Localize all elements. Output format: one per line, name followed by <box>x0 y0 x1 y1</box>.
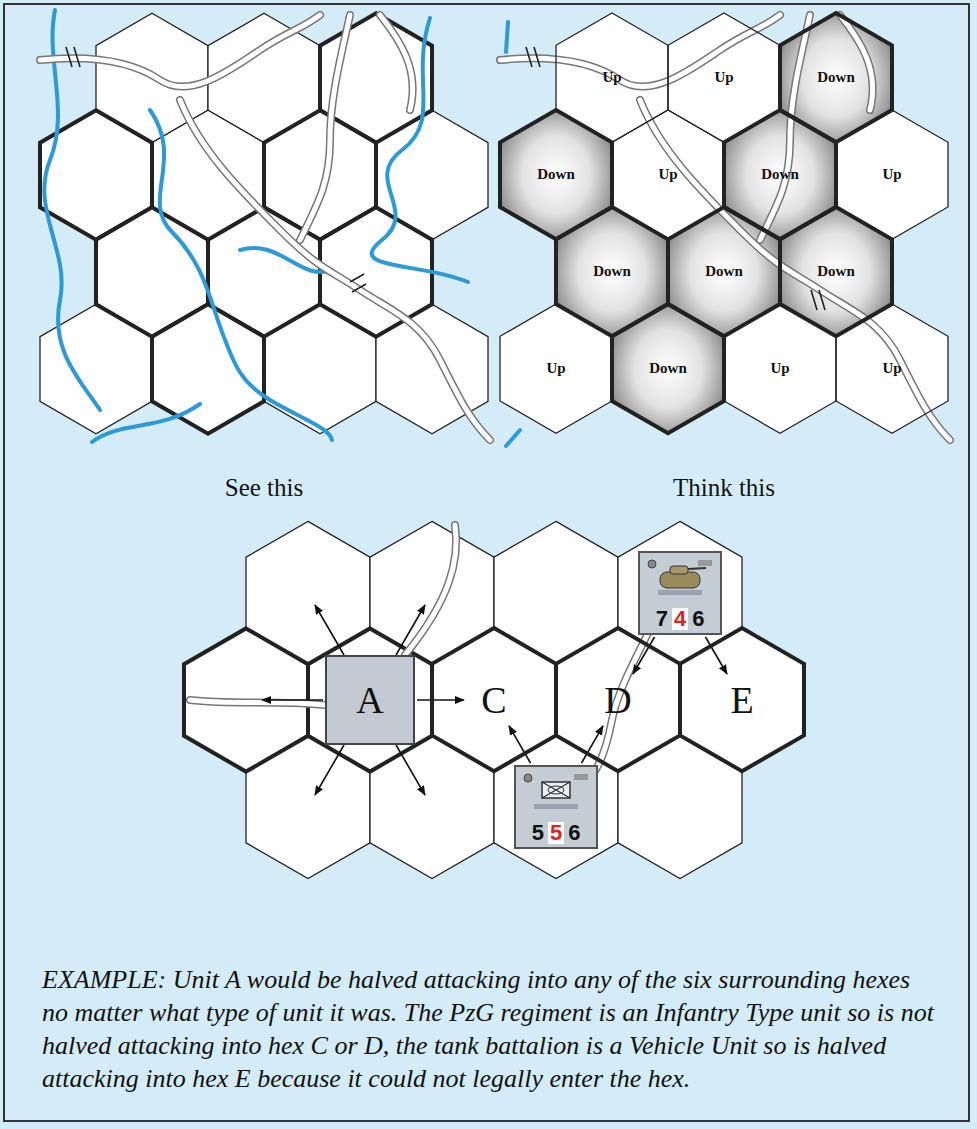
bridge <box>811 290 825 310</box>
road <box>760 15 810 240</box>
caption: EXAMPLE: Unit A would be halved attackin… <box>42 963 935 1095</box>
map-hex: Up <box>836 304 948 433</box>
bridge <box>526 47 540 67</box>
hex-label: Up <box>658 166 677 183</box>
bridge <box>350 274 366 292</box>
map-hex: Up <box>668 13 780 142</box>
road <box>40 15 320 87</box>
hex-label: Up <box>770 360 789 377</box>
hex-label: Down <box>537 166 575 183</box>
hex-label: Down <box>593 263 631 280</box>
map-hex: Up <box>556 13 668 142</box>
unit-counter: 746 <box>638 551 722 635</box>
unit-letter: A <box>356 678 383 722</box>
hex-label: Down <box>649 360 687 377</box>
map-hex: C <box>432 628 556 771</box>
hex-label: C <box>481 678 506 722</box>
hex-fill <box>556 628 680 771</box>
map-hex: E <box>680 628 804 771</box>
map-hex: Up <box>612 110 724 239</box>
hex-label: Up <box>546 360 565 377</box>
hex-label: Up <box>714 69 733 86</box>
map-hex: D <box>556 628 680 771</box>
river <box>44 10 520 446</box>
hex-fill <box>500 304 612 433</box>
road <box>405 525 456 655</box>
unit-value: 4 <box>672 608 688 630</box>
hex-label: Down <box>817 263 855 280</box>
unit-value: 5 <box>532 822 544 844</box>
hex-label: E <box>730 678 753 722</box>
map-hex: Down <box>556 207 668 336</box>
map-hex: Up <box>500 304 612 433</box>
hex-fill <box>612 304 724 433</box>
hex-label: Down <box>761 166 799 183</box>
attack-arrow <box>417 699 464 701</box>
hex-label: Down <box>705 263 743 280</box>
unit-value: 7 <box>656 608 668 630</box>
road <box>380 15 413 110</box>
road <box>500 15 780 87</box>
hex-label: Up <box>602 69 621 86</box>
map-hex: Down <box>780 207 892 336</box>
map-hex: Down <box>612 304 724 433</box>
hex-label: D <box>604 678 631 722</box>
infantry-icon <box>522 772 590 814</box>
unit-counter: 556 <box>514 765 598 849</box>
hex-label: Down <box>817 69 855 86</box>
bridge <box>66 47 80 67</box>
unit-value: 5 <box>548 822 564 844</box>
map-hex: Down <box>500 110 612 239</box>
unit-value: 6 <box>692 608 704 630</box>
road <box>190 700 325 705</box>
unit-value: 6 <box>568 822 580 844</box>
map-hex: Down <box>724 110 836 239</box>
attack-arrow <box>262 605 425 795</box>
hex-label: Up <box>882 166 901 183</box>
map-label: Think this <box>673 474 775 502</box>
hex-fill <box>680 628 804 771</box>
map-hex: Up <box>836 110 948 239</box>
map-hex <box>152 304 264 433</box>
unit-marker: A <box>325 655 415 745</box>
road <box>180 100 490 440</box>
map-hex: Down <box>780 13 892 142</box>
tank-icon <box>646 558 714 600</box>
map-hex: Down <box>668 207 780 336</box>
map-label: See this <box>225 474 303 502</box>
road <box>640 100 950 440</box>
road <box>840 15 873 110</box>
road <box>300 15 350 240</box>
map-hex: Up <box>724 304 836 433</box>
hex-fill <box>724 304 836 433</box>
hex-label: Up <box>882 360 901 377</box>
